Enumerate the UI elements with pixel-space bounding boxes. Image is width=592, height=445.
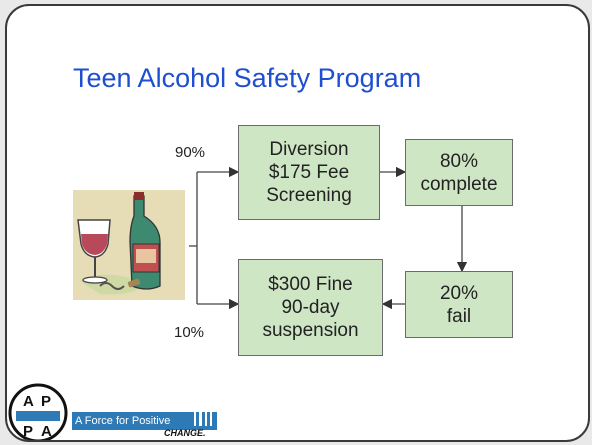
footer-tagline: A Force for Positive xyxy=(72,412,217,430)
complete-line-2: complete xyxy=(420,173,498,195)
slide: Teen Alcohol Safety Program 90% xyxy=(5,4,590,442)
complete-line-1: 80% xyxy=(439,150,479,172)
flow-arrows xyxy=(189,166,468,310)
logo-letter-p2: P xyxy=(23,423,33,440)
complete-box: 80% complete xyxy=(405,139,513,206)
logo-letter-p1: P xyxy=(41,393,51,410)
fine-box: $300 Fine 90-day suspension xyxy=(238,259,383,356)
diversion-line-3: Screening xyxy=(266,185,352,206)
barcode-decoration xyxy=(194,412,212,426)
footer-change-word: CHANGE. xyxy=(164,428,206,438)
diversion-box: Diversion $175 Fee Screening xyxy=(238,125,380,220)
wine-bottle-and-glass-icon xyxy=(73,190,185,300)
fine-line-1: $300 Fine xyxy=(268,274,353,295)
fail-box: 20% fail xyxy=(405,271,513,338)
branch-label-lower: 10% xyxy=(174,324,205,341)
fail-line-2: fail xyxy=(446,305,472,327)
branch-label-upper: 90% xyxy=(175,144,206,161)
slide-title: Teen Alcohol Safety Program xyxy=(73,63,422,93)
logo-letter-a1: A xyxy=(23,393,34,410)
fine-line-3: suspension xyxy=(262,320,359,341)
appa-logo: A P P A xyxy=(8,383,68,440)
diversion-line-1: Diversion xyxy=(269,139,349,160)
fine-line-2: 90-day xyxy=(281,297,340,318)
diversion-line-2: $175 Fee xyxy=(268,162,350,183)
fail-line-1: 20% xyxy=(439,282,479,304)
logo-letter-a2: A xyxy=(41,423,52,440)
